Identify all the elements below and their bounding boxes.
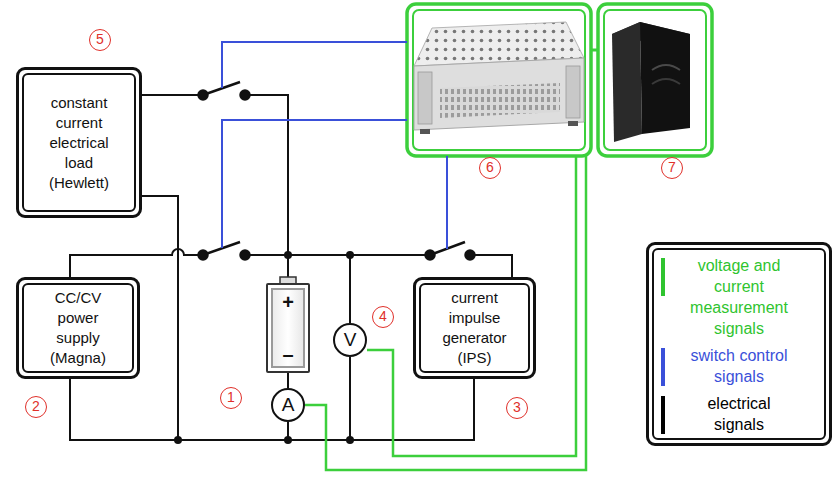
callout-number: 5	[89, 29, 111, 51]
legend-text: electrical signals	[689, 393, 789, 435]
edge-layer	[288, 373, 289, 388]
callout-number: 7	[661, 157, 683, 179]
node-text: CC/CV power supply (Magna)	[38, 288, 118, 368]
node-text: A	[282, 395, 295, 415]
legend-text: switch control signals	[689, 345, 789, 387]
callout-number: 2	[25, 396, 47, 418]
node-text: V	[344, 330, 357, 350]
impulse-generator-box: current impulse generator (IPS)	[413, 277, 536, 379]
ammeter-symbol: A	[271, 388, 305, 422]
callout-number: 4	[372, 306, 394, 328]
measurement-wire	[591, 49, 598, 52]
node-text: –	[282, 344, 293, 364]
legend-box: voltage and current measurement signals s…	[646, 242, 832, 446]
node-text: current impulse generator (IPS)	[435, 288, 515, 368]
switch-symbol	[199, 82, 475, 260]
legend-swatch	[661, 258, 665, 296]
control-wires	[222, 42, 447, 249]
legend-swatch	[661, 396, 665, 434]
node-text: constant current electrical load (Hewlet…	[39, 93, 119, 193]
load-box: constant current electrical load (Hewlet…	[16, 67, 142, 218]
node-text: +	[282, 292, 294, 312]
callout-number: 3	[506, 397, 528, 419]
power-supply-box: CC/CV power supply (Magna)	[16, 277, 140, 379]
daq-device	[407, 4, 591, 156]
battery-symbol: +–	[266, 283, 310, 373]
legend-swatch	[661, 348, 665, 386]
wire	[287, 373, 289, 388]
computer-tower	[598, 4, 712, 156]
legend-text: voltage and current measurement signals	[689, 255, 789, 339]
measurement-wires	[305, 156, 586, 470]
voltmeter-symbol: V	[333, 323, 367, 357]
callout-number: 1	[220, 387, 242, 409]
callout-number: 6	[479, 157, 501, 179]
